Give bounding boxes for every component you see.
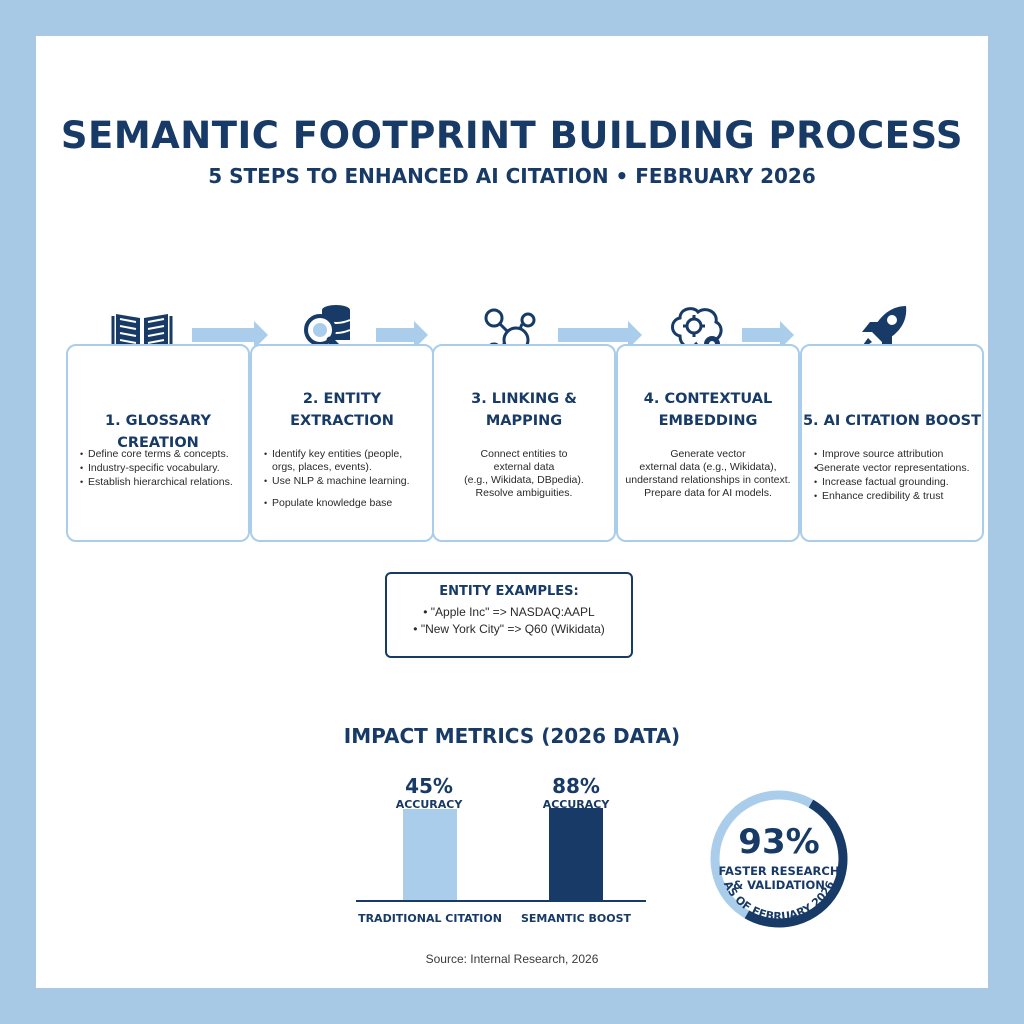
ring-progress-arc bbox=[710, 790, 848, 928]
step-body: Connect entities to external data (e.g.,… bbox=[440, 448, 608, 500]
step-text: external data bbox=[493, 461, 555, 473]
bar-value-label: 88% bbox=[552, 774, 600, 798]
step-bullet: Populate knowledge base bbox=[264, 497, 424, 510]
step-bullet: Improve source attribution bbox=[814, 448, 974, 461]
step-text: Generate vector bbox=[670, 448, 746, 460]
step-card-entity-extraction: 2. ENTITY EXTRACTION Identify key entiti… bbox=[250, 344, 434, 542]
bar-traditional-citation bbox=[403, 808, 457, 900]
step-bullet: Define core terms & concepts. bbox=[80, 448, 240, 461]
step-card-citation-boost: 5. AI CITATION BOOST Improve source attr… bbox=[800, 344, 984, 542]
step-card-contextual-embedding: 4. CONTEXTUAL EMBEDDING Generate vector … bbox=[616, 344, 800, 542]
step-title: 3. LINKING & bbox=[471, 391, 577, 407]
ring-caption-line: & VALIDATION bbox=[733, 878, 825, 892]
step-card-linking-mapping: 3. LINKING & MAPPING Connect entities to… bbox=[432, 344, 616, 542]
step-bullet: Identify key entities (people, orgs, pla… bbox=[264, 448, 424, 474]
step-text: (e.g., Wikidata, DBpedia). bbox=[464, 474, 584, 486]
step-title: 1. GLOSSARY CREATION bbox=[105, 413, 211, 451]
bar-value-label: 45% bbox=[405, 774, 453, 798]
step-title: 5. AI CITATION BOOST bbox=[802, 413, 982, 429]
step-bullet: Industry-specific vocabulary. bbox=[80, 462, 240, 475]
bar-sub-label: ACCURACY bbox=[395, 798, 463, 811]
flow-arrow bbox=[376, 321, 428, 349]
flow-arrow bbox=[558, 321, 642, 349]
progress-ring: AS OF FEBRUARY 2026 bbox=[710, 790, 848, 928]
step-text: Resolve ambiguities. bbox=[475, 487, 573, 499]
step-bullet: Use NLP & machine learning. bbox=[264, 475, 424, 488]
step-body: Improve source attribution Generate vect… bbox=[814, 448, 974, 504]
page-subtitle: 5 STEPS TO ENHANCED AI CITATION • FEBRUA… bbox=[208, 164, 816, 188]
step-bullet: Generate vector representations. bbox=[814, 462, 974, 475]
ring-caption: FASTER RESEARCH & VALIDATION bbox=[704, 864, 854, 892]
infographic-page: SEMANTIC FOOTPRINT BUILDING PROCESS 5 ST… bbox=[36, 36, 988, 988]
example-text: "New York City" => Q60 (Wikidata) bbox=[420, 622, 605, 636]
step-card-glossary: 1. GLOSSARY CREATION Define core terms &… bbox=[66, 344, 250, 542]
ring-value: 93% bbox=[738, 822, 820, 862]
step-bullet: Increase factual grounding. bbox=[814, 476, 974, 489]
example-item: • "Apple Inc" => NASDAQ:AAPL bbox=[423, 605, 595, 619]
bar-semantic-boost bbox=[549, 807, 603, 900]
step-title: EXTRACTION bbox=[290, 413, 394, 429]
source-note: Source: Internal Research, 2026 bbox=[425, 952, 599, 966]
step-text: external data (e.g., Wikidata), bbox=[639, 461, 777, 473]
step-title: MAPPING bbox=[485, 413, 563, 429]
step-title: 2. ENTITY bbox=[302, 391, 382, 407]
entity-examples-box: ENTITY EXAMPLES: • "Apple Inc" => NASDAQ… bbox=[385, 572, 633, 658]
metrics-title: IMPACT METRICS (2026 DATA) bbox=[343, 724, 681, 748]
database-search-icon bbox=[304, 305, 351, 358]
flow-arrow bbox=[192, 321, 268, 349]
example-text: "Apple Inc" => NASDAQ:AAPL bbox=[430, 605, 595, 619]
ring-caption-line: FASTER RESEARCH bbox=[718, 864, 840, 878]
category-label: SEMANTIC BOOST bbox=[520, 912, 632, 925]
step-title: EMBEDDING bbox=[658, 413, 758, 429]
step-body: Identify key entities (people, orgs, pla… bbox=[264, 448, 424, 511]
step-body: Define core terms & concepts. Industry-s… bbox=[80, 448, 240, 490]
chart-baseline bbox=[356, 900, 646, 902]
step-text: understand relationships in context. bbox=[625, 474, 791, 486]
step-text: Prepare data for AI models. bbox=[644, 487, 772, 499]
example-item: • "New York City" => Q60 (Wikidata) bbox=[413, 622, 605, 636]
flow-arrow bbox=[742, 321, 794, 349]
step-text: Connect entities to bbox=[480, 448, 568, 460]
page-title: SEMANTIC FOOTPRINT BUILDING PROCESS bbox=[60, 114, 964, 157]
step-title: 4. CONTEXTUAL bbox=[643, 391, 773, 407]
step-body: Generate vector external data (e.g., Wik… bbox=[624, 448, 792, 500]
examples-title: ENTITY EXAMPLES: bbox=[439, 584, 579, 599]
category-label: TRADITIONAL CITATION bbox=[358, 912, 502, 925]
step-bullet: Enhance credibility & trust bbox=[814, 490, 974, 503]
step-bullet: Establish hierarchical relations. bbox=[80, 476, 240, 489]
